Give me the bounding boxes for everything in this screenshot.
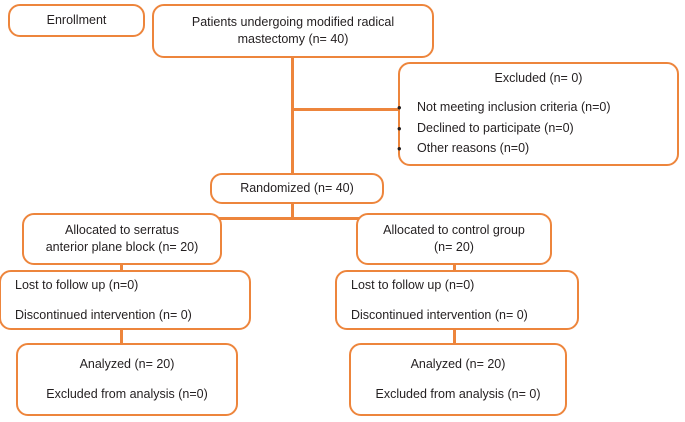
analysis-left-line-1: Analyzed (n= 20)	[79, 357, 175, 372]
excluded-reason-item: Not meeting inclusion criteria (n=0)	[397, 97, 685, 118]
allocation-right-box: Allocated to control group (n= 20)	[356, 213, 552, 265]
analysis-left-line-2: Excluded from analysis (n=0)	[46, 387, 208, 401]
connector-allocation-to-followup-right	[453, 258, 456, 276]
connector-randomized-to-split-vertical	[291, 203, 294, 219]
excluded-reason-item: Other reasons (n=0)	[397, 138, 685, 159]
followup-right-line-1: Lost to follow up (n=0)	[351, 277, 475, 292]
followup-right-box: Lost to follow up (n=0) Discontinued int…	[335, 270, 579, 330]
followup-left-box: Lost to follow up (n=0) Discontinued int…	[0, 270, 251, 330]
analysis-right-line-2: Excluded from analysis (n= 0)	[375, 387, 541, 401]
connector-assessed-to-excluded-horizontal	[291, 108, 403, 111]
followup-right-line-2: Discontinued intervention (n= 0)	[351, 307, 528, 322]
connector-followup-to-analysis-left	[120, 328, 123, 346]
allocation-right-line-2: (n= 20)	[434, 240, 474, 254]
excluded-title: Excluded (n= 0)	[494, 71, 583, 86]
randomized-box: Randomized (n= 40)	[210, 173, 384, 204]
followup-left-line-1: Lost to follow up (n=0)	[15, 277, 139, 292]
allocation-right-line-1: Allocated to control group	[383, 223, 525, 238]
allocation-left-line-1: Allocated to serratus	[65, 223, 179, 238]
excluded-reasons-list: Not meeting inclusion criteria (n=0) Dec…	[383, 97, 685, 159]
analysis-left-box: Analyzed (n= 20) Excluded from analysis …	[16, 343, 238, 416]
randomized-label: Randomized (n= 40)	[240, 181, 354, 196]
connector-followup-to-analysis-right	[453, 328, 456, 346]
analysis-right-box: Analyzed (n= 20) Excluded from analysis …	[349, 343, 567, 416]
connector-assessed-to-excluded-vertical	[291, 55, 294, 177]
allocation-left-line-2: anterior plane block (n= 20)	[45, 240, 199, 254]
patients-assessed-line-1: Patients undergoing modified radical	[191, 15, 395, 30]
connector-allocation-to-followup-left	[120, 258, 123, 276]
patients-assessed-line-2: mastectomy (n= 40)	[237, 32, 349, 46]
excluded-reason-item: Declined to participate (n=0)	[397, 118, 685, 139]
enrollment-stage-label: Enrollment	[46, 13, 107, 28]
enrollment-stage-box: Enrollment	[8, 4, 145, 37]
patients-assessed-box: Patients undergoing modified radical mas…	[152, 4, 434, 58]
followup-left-line-2: Discontinued intervention (n= 0)	[15, 307, 192, 322]
excluded-box: Excluded (n= 0) Not meeting inclusion cr…	[397, 62, 679, 166]
allocation-left-box: Allocated to serratus anterior plane blo…	[22, 213, 222, 265]
connector-allocation-split-horizontal	[120, 217, 455, 220]
analysis-right-line-1: Analyzed (n= 20)	[410, 357, 506, 372]
